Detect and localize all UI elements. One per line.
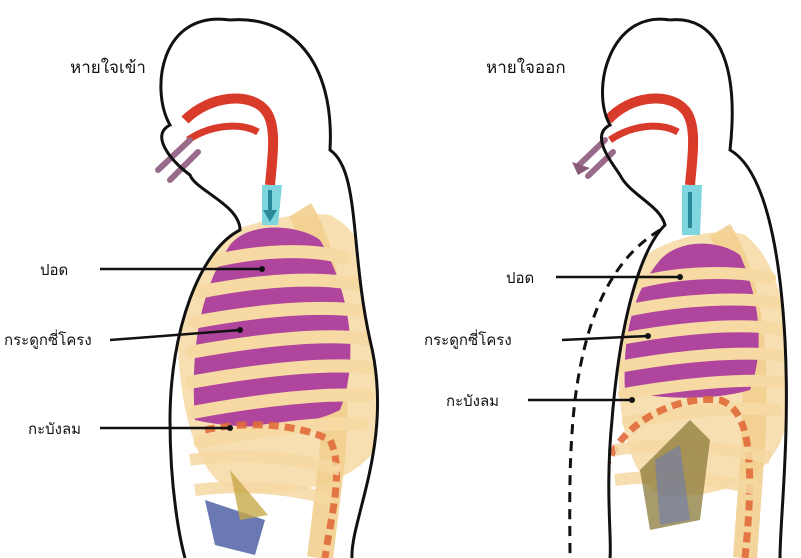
ribs-label: กระดูกซี่โครง bbox=[424, 329, 512, 349]
exhale-anatomy bbox=[605, 230, 787, 558]
diaphragm-label: กะบังลม bbox=[28, 420, 81, 438]
inhale-title: หายใจเข้า bbox=[70, 57, 146, 78]
diaphragm-label: กะบังลม bbox=[446, 392, 499, 410]
lung-label: ปอด bbox=[506, 269, 534, 287]
exhale-panel: หายใจออก bbox=[424, 19, 787, 558]
inhale-panel: หายใจเข้า bbox=[4, 19, 388, 558]
lung-label: ปอด bbox=[40, 261, 68, 279]
airway bbox=[608, 99, 693, 185]
exhale-title: หายใจออก bbox=[486, 57, 566, 78]
ribs-label: กระดูกซี่โครง bbox=[4, 329, 92, 349]
airway bbox=[185, 99, 273, 185]
